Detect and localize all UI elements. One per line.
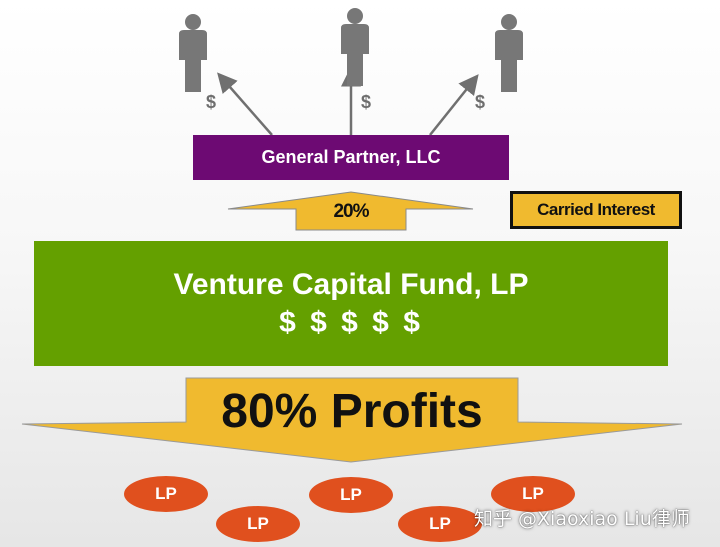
partner-payout-dollar: $ [206, 92, 217, 112]
fund-dollars: $ $ $ $ $ [279, 305, 423, 339]
limited-partner-oval: LP [216, 506, 300, 542]
limited-partner-oval: LP [309, 477, 393, 513]
carried-interest-label: Carried Interest [537, 200, 655, 219]
carry-percent: 20% [333, 201, 369, 222]
fund-box: Venture Capital Fund, LP $ $ $ $ $ [34, 241, 668, 366]
limited-partner-oval: LP [491, 476, 575, 512]
partner-person-icon [341, 8, 369, 86]
partner-payout-dollar: $ [475, 92, 486, 112]
partner-person-icon [179, 14, 207, 92]
profits-arrow [21, 377, 683, 463]
partner-person-icon [495, 14, 523, 92]
limited-partner-oval: LP [124, 476, 208, 512]
carried-interest-box: Carried Interest [510, 191, 682, 229]
profits-label: 80% Profits [221, 384, 483, 438]
payout-arrow-left [217, 72, 273, 136]
general-partner-box: General Partner, LLC [193, 135, 509, 180]
carry-arrow [227, 191, 474, 231]
general-partner-label: General Partner, LLC [261, 147, 441, 167]
watermark-text: 知乎 @Xiaoxiao Liu律师 [474, 508, 690, 530]
limited-partner-oval: LP [398, 506, 482, 542]
partner-payout-dollar: $ [361, 92, 372, 112]
payout-arrow-right [429, 74, 479, 136]
fund-title: Venture Capital Fund, LP [173, 267, 529, 301]
